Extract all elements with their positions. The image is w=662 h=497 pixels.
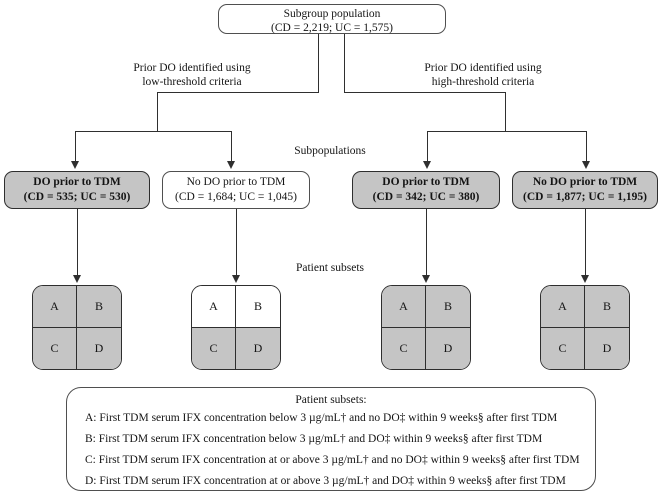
connector-line: [157, 92, 158, 132]
subpop-title: No DO prior to TDM: [186, 176, 286, 188]
root-node-title: Subgroup population: [283, 8, 381, 20]
connector-line: [427, 131, 428, 161]
legend-item-b: B: First TDM serum IFX concentration bel…: [85, 433, 543, 445]
arrowhead: [71, 161, 79, 169]
arrowhead: [73, 275, 81, 283]
quadrant-c: C: [192, 327, 236, 369]
quadrant-a: A: [382, 286, 426, 328]
connector-line: [345, 92, 506, 93]
quadrant-c: C: [33, 327, 77, 369]
subpopulations-label: Subpopulations: [294, 145, 366, 157]
quadrant-d: D: [426, 327, 470, 369]
quadrant-b: B: [236, 286, 280, 328]
connector-line: [585, 209, 586, 275]
quadrant-b: B: [426, 286, 470, 328]
arrowhead: [422, 275, 430, 283]
connector-line: [231, 131, 232, 161]
quadrant-a: A: [541, 286, 585, 328]
arrowhead: [232, 275, 240, 283]
branch-label-line: low-threshold criteria: [142, 76, 242, 88]
arrowhead: [581, 275, 589, 283]
patient-subsets-label: Patient subsets: [295, 262, 365, 274]
legend-box: Patient subsets: A: First TDM serum IFX …: [66, 387, 596, 491]
connector-line: [318, 34, 319, 93]
root-node: Subgroup population (CD = 2,219; UC = 1,…: [218, 4, 446, 34]
subpop-node-nodo-high: No DO prior to TDM (CD = 1,877; UC = 1,1…: [512, 171, 658, 209]
connector-line: [505, 92, 506, 132]
branch-label-line: Prior DO identified using: [133, 62, 251, 74]
quadrant-grid-4: A B C D: [540, 285, 630, 370]
subpop-node-do-high: DO prior to TDM (CD = 342; UC = 380): [352, 171, 500, 209]
quadrant-b: B: [77, 286, 121, 328]
quadrant-grid-3: A B C D: [381, 285, 471, 370]
arrowhead: [582, 161, 590, 169]
subpop-title: DO prior to TDM: [382, 176, 470, 188]
subpop-counts: (CD = 342; UC = 380): [372, 191, 480, 203]
arrowhead: [423, 161, 431, 169]
subpop-counts: (CD = 535; UC = 530): [23, 191, 131, 203]
connector-line: [344, 34, 345, 93]
connector-line: [157, 92, 319, 93]
quadrant-c: C: [541, 327, 585, 369]
quadrant-grid-2: A B C D: [191, 285, 281, 370]
connector-line: [75, 131, 232, 132]
subpop-node-nodo-low: No DO prior to TDM (CD = 1,684; UC = 1,0…: [162, 171, 310, 209]
connector-line: [426, 209, 427, 275]
subpop-title: DO prior to TDM: [33, 176, 121, 188]
connector-line: [427, 131, 587, 132]
legend-item-c: C: First TDM serum IFX concentration at …: [85, 454, 580, 466]
subpop-counts: (CD = 1,684; UC = 1,045): [175, 191, 297, 203]
subpop-title: No DO prior to TDM: [532, 176, 638, 188]
subpop-counts: (CD = 1,877; UC = 1,195): [523, 191, 647, 203]
connector-line: [236, 209, 237, 275]
branch-label-line: high-threshold criteria: [431, 76, 535, 88]
quadrant-b: B: [585, 286, 629, 328]
legend-item-a: A: First TDM serum IFX concentration bel…: [85, 412, 558, 424]
branch-label-low-threshold: Prior DO identified using low-threshold …: [106, 61, 278, 89]
connector-line: [75, 131, 76, 161]
root-node-counts: (CD = 2,219; UC = 1,575): [271, 22, 393, 34]
branch-label-line: Prior DO identified using: [424, 62, 542, 74]
quadrant-c: C: [382, 327, 426, 369]
quadrant-a: A: [33, 286, 77, 328]
connector-line: [586, 131, 587, 161]
quadrant-d: D: [77, 327, 121, 369]
arrowhead: [227, 161, 235, 169]
branch-label-high-threshold: Prior DO identified using high-threshold…: [397, 61, 569, 89]
subpop-node-do-low: DO prior to TDM (CD = 535; UC = 530): [4, 171, 150, 209]
quadrant-d: D: [236, 327, 280, 369]
legend-item-d: D: First TDM serum IFX concentration at …: [85, 475, 566, 487]
quadrant-grid-1: A B C D: [32, 285, 122, 370]
connector-line: [77, 209, 78, 275]
legend-title: Patient subsets:: [295, 394, 367, 406]
quadrant-d: D: [585, 327, 629, 369]
quadrant-a: A: [192, 286, 236, 328]
